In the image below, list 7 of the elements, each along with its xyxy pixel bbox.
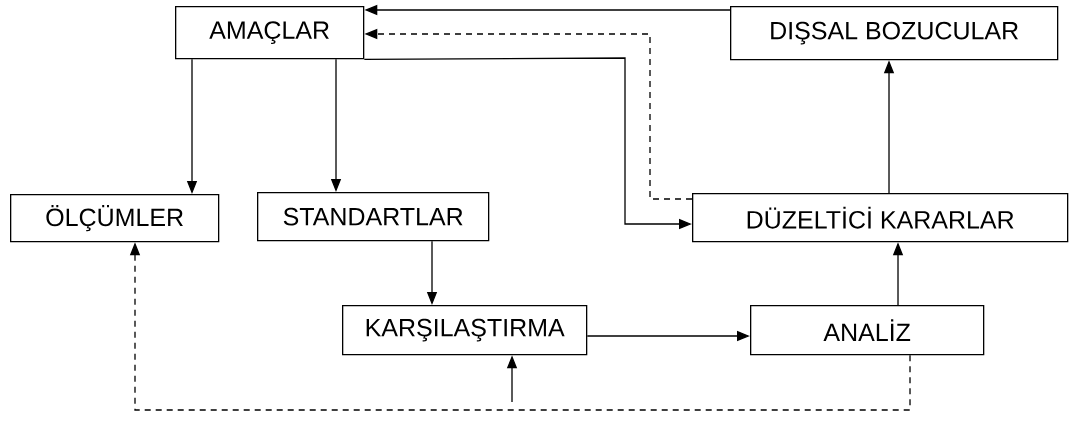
process-box: DÜZELTİCİ KARARLAR: [692, 193, 1069, 243]
process-box: DIŞSAL BOZUCULAR: [730, 6, 1059, 61]
process-box: STANDARTLAR: [257, 192, 490, 242]
process-box: KARŞILAŞTIRMA: [342, 305, 588, 356]
process-box: ÖLÇÜMLER: [10, 194, 220, 243]
process-box: ANALİZ: [750, 305, 985, 356]
process-box: AMAÇLAR: [175, 6, 365, 60]
